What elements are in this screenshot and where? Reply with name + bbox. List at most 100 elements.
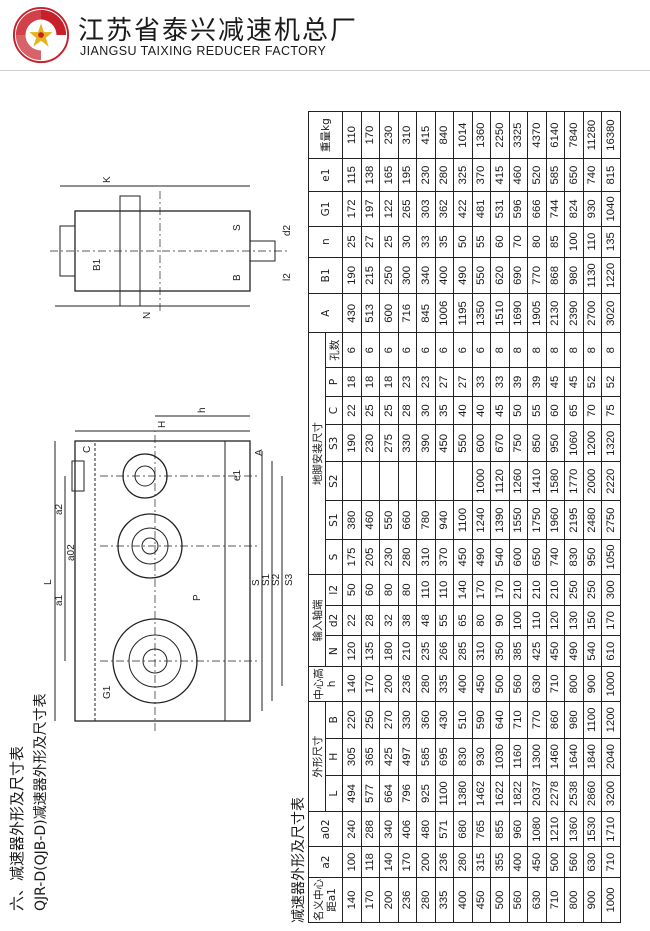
table-cell — [416, 461, 435, 501]
svg-text:d2: d2 — [282, 224, 293, 236]
table-cell: 1160 — [509, 738, 528, 776]
table-cell: 250 — [583, 574, 602, 606]
table-cell: 305 — [342, 738, 361, 776]
table-cell: 930 — [583, 191, 602, 227]
table-cell: 660 — [398, 500, 417, 540]
table-cell: 630 — [583, 846, 602, 878]
table-cell: 1100 — [435, 775, 454, 812]
table-cell: 540 — [583, 635, 602, 667]
table-cell: 170 — [361, 111, 380, 159]
table-cell: 2278 — [546, 775, 565, 812]
col-N: N — [325, 635, 343, 667]
table-cell: 280 — [416, 666, 435, 702]
table-cell: 1100 — [583, 701, 602, 739]
table-cell: 1000 — [601, 877, 620, 923]
table-cell: 1380 — [453, 775, 472, 812]
table-cell: 800 — [564, 877, 583, 923]
table-cell: 8 — [583, 332, 602, 368]
table-cell: 80 — [472, 605, 491, 636]
table-cell: 571 — [435, 811, 454, 847]
table-cell: 16380 — [601, 111, 620, 159]
table-cell: 1710 — [601, 811, 620, 847]
table-cell: 490 — [472, 539, 491, 575]
table-cell: 2130 — [546, 293, 565, 333]
svg-text:P: P — [192, 594, 203, 601]
table-cell: 770 — [527, 257, 546, 294]
svg-text:e1: e1 — [232, 469, 243, 481]
col-L: L — [325, 775, 343, 812]
table-cell: 1750 — [527, 500, 546, 540]
table-cell: 6 — [472, 332, 491, 368]
table-cell: 450 — [453, 539, 472, 575]
table-cell: 6140 — [546, 111, 565, 159]
table-cell: 250 — [564, 574, 583, 606]
table-cell: 170 — [361, 666, 380, 702]
table-cell: 1120 — [490, 461, 509, 501]
table-cell: 335 — [435, 877, 454, 923]
group-foot-mount: 地脚安装尺寸 — [308, 332, 326, 575]
reducer-drawings: L a1 a2 a02 S S1 S2 S3 H h G1 e1 P C A — [43, 176, 295, 731]
table-cell: 170 — [472, 574, 491, 606]
header-row-groups: 名义中心距a1 a2 a02 外形尺寸 中心高h 输入轴端 地脚安装尺寸 A B… — [308, 111, 343, 923]
table-cell: 500 — [490, 666, 509, 702]
table-cell: 330 — [398, 424, 417, 462]
group-input-shaft: 输入轴端 — [308, 574, 326, 667]
table-cell: 600 — [472, 424, 491, 462]
table-cell: 1000 — [472, 461, 491, 501]
table-cell: 630 — [527, 877, 546, 923]
table-cell: 1195 — [453, 293, 472, 333]
table-cell: 415 — [416, 111, 435, 159]
table-cell: 740 — [546, 539, 565, 575]
table-cell: 577 — [361, 775, 380, 812]
col-B: B — [325, 701, 343, 739]
dimensions-table: 名义中心距a1 a2 a02 外形尺寸 中心高h 输入轴端 地脚安装尺寸 A B… — [308, 111, 621, 923]
table-cell: 3020 — [601, 293, 620, 333]
col-d2: d2 — [325, 605, 343, 636]
table-cell: 1080 — [527, 811, 546, 847]
table-cell: 300 — [601, 574, 620, 606]
table-cell: 415 — [490, 158, 509, 192]
table-cell: 664 — [379, 775, 398, 812]
table-cell: 205 — [361, 539, 380, 575]
table-cell: 280 — [435, 158, 454, 192]
table-cell: 1220 — [601, 257, 620, 294]
svg-text:S2: S2 — [271, 573, 282, 586]
table-cell: 266 — [435, 635, 454, 667]
svg-text:S: S — [251, 579, 262, 586]
table-cell: 135 — [361, 635, 380, 667]
table-cell: 236 — [435, 846, 454, 878]
svg-text:B1: B1 — [92, 258, 103, 271]
table-cell: 1770 — [564, 461, 583, 501]
table-cell: 55 — [472, 226, 491, 258]
table-cell: 190 — [342, 257, 361, 294]
table-cell: 925 — [416, 775, 435, 812]
table-cell: 35 — [435, 396, 454, 425]
table-cell: 110 — [416, 574, 435, 606]
svg-text:S3: S3 — [284, 573, 295, 586]
group-outer-dims: 外形尺寸 — [308, 701, 326, 812]
table-cell: 200 — [379, 666, 398, 702]
table-cell: 531 — [490, 191, 509, 227]
table-cell: 1060 — [564, 424, 583, 462]
table-cell: 390 — [416, 424, 435, 462]
col-H: H — [325, 738, 343, 776]
table-cell: 310 — [472, 635, 491, 667]
table-cell: 122 — [379, 191, 398, 227]
table-cell: 18 — [379, 367, 398, 397]
table-cell: 50 — [342, 574, 361, 606]
table-cell: 310 — [416, 539, 435, 575]
table-cell: 494 — [342, 775, 361, 812]
svg-text:A: A — [254, 449, 265, 456]
table-cell: 130 — [564, 605, 583, 636]
table-cell: 180 — [379, 635, 398, 667]
table-cell: 3325 — [509, 111, 528, 159]
table-cell: 340 — [379, 811, 398, 847]
table-cell: 8 — [564, 332, 583, 368]
table-cell: 650 — [527, 539, 546, 575]
table-cell: 450 — [546, 635, 565, 667]
table-cell: 303 — [416, 191, 435, 227]
table-cell: 75 — [601, 396, 620, 425]
table-cell: 60 — [546, 396, 565, 425]
